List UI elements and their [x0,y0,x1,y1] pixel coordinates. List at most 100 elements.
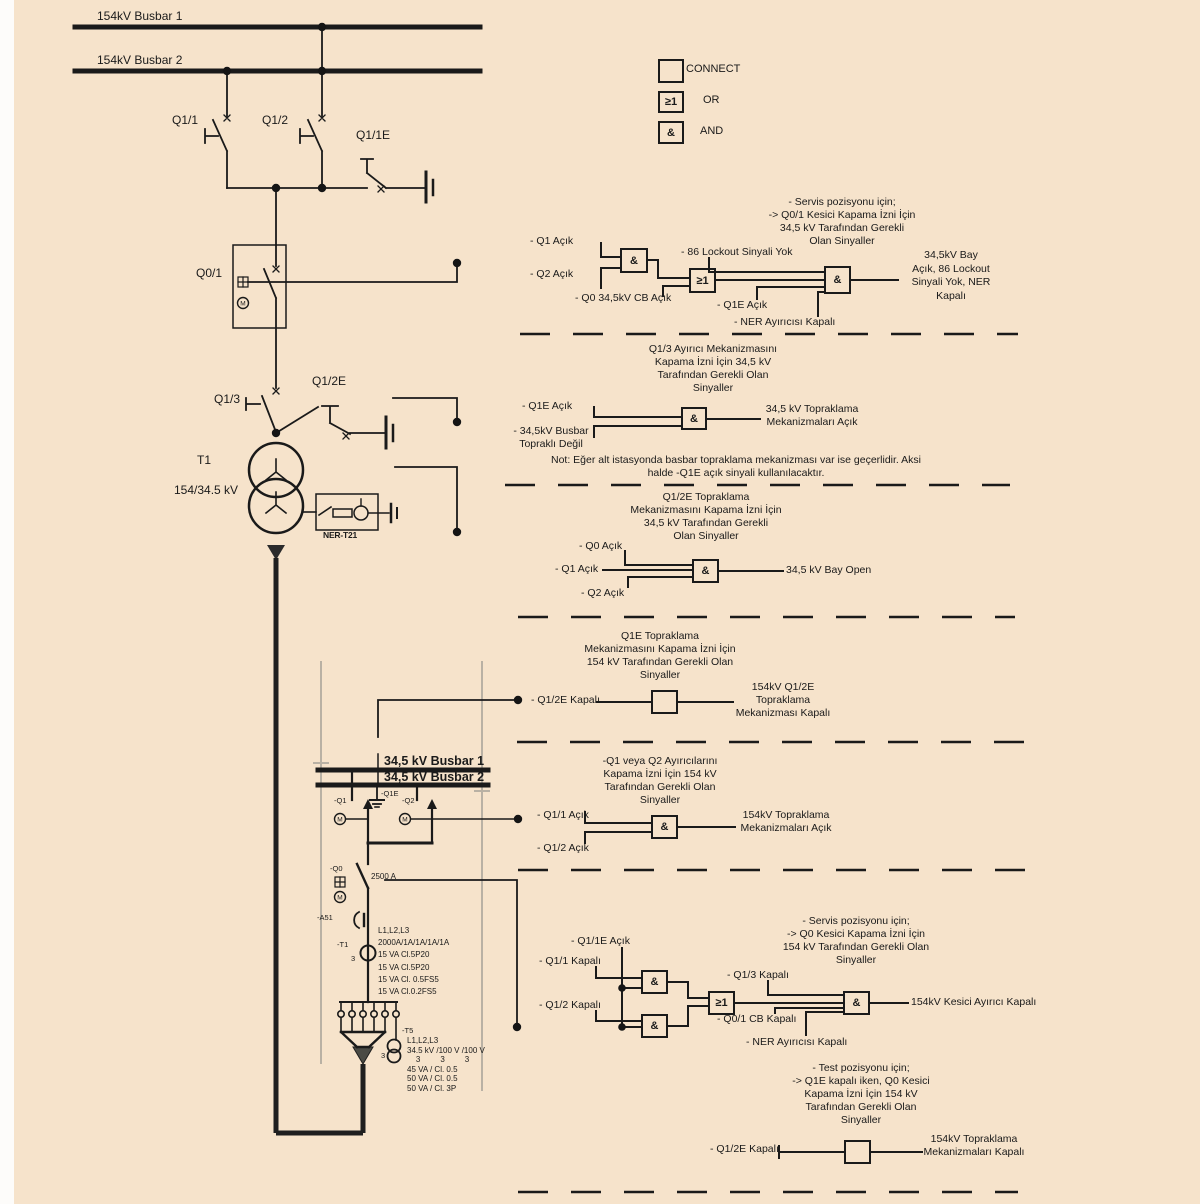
block2-wires [593,406,761,438]
block5-and-gate: & [651,815,678,839]
hv-busbar2-label: 154kV Busbar 2 [97,53,183,67]
motor-m-label: M [240,301,245,308]
block6-title: - Servis pozisyonu için; -> Q0 Kesici Ka… [782,915,930,966]
block6-and-gate-a: & [641,970,668,994]
legend-or-label: OR [703,94,720,106]
block2-input-busbar: - 34,5kV Busbar Topraklı Değil [513,425,589,450]
mv-t5-spec: L1,L2,L3 34.5 kV /100 V /100 V 3 3 3 45 … [407,1036,485,1093]
block3-input-q1: - Q1 Açık [555,563,599,575]
a51-plug-contact-icon [353,910,361,930]
feeder-arrow-icon [267,545,285,560]
block3-output: 34,5 kV Bay Open [786,564,872,576]
mv-q1-label: -Q1 [334,796,347,805]
block1-input-q1e: - Q1E Açık [717,299,768,311]
block1-input-ner: - NER Ayırıcısı Kapalı [734,316,836,328]
block2-title: Q1/3 Ayırıcı Mekanizmasını Kapama İzni İ… [648,343,778,394]
contact-x-marks [223,114,385,440]
truck-contact-arrow-icon [427,799,437,809]
mv-single-line-diagram [313,661,523,1091]
q0-1-breaker-symbol [262,244,278,389]
motor-m-label: M [402,817,407,824]
mv-a51-label: -A51 [317,913,333,922]
mv-junction-dots [512,695,523,1032]
q1-1-label: Q1/1 [172,113,199,127]
block2-note: Not: Eğer alt istasyonda basbar toprakla… [551,454,921,479]
ner-box [315,493,379,531]
faded-guide-lines [313,661,490,1091]
t1-label: T1 [197,453,212,467]
block1-wires [600,242,899,317]
block1-and-gate-1: & [620,248,648,273]
block5-input-q11: - Q1/1 Açık [537,809,589,821]
ner-resistor-icon [332,508,353,518]
q1-2e-earth-switch-symbol [274,405,385,436]
block6-or-gate: ≥1 [708,991,735,1015]
block4-title: Q1E Topraklama Mekanizmasını Kapama İzni… [584,630,736,681]
motor-drive-icon [236,296,250,310]
mv-t1-phases-label: 3 [351,954,356,963]
block1-input-86: - 86 Lockout Sinyali Yok [681,246,793,258]
block7-title: - Test pozisyonu için; -> Q1E kapalı ike… [792,1062,930,1126]
block1-input-q1: - Q1 Açık [530,235,574,247]
transformer-secondary-winding-icon [247,477,305,535]
block7-wires [778,1145,923,1159]
mv-busbar1-label: 34,5 kV Busbar 1 [384,754,485,768]
mv-q0-label: -Q0 [330,864,343,873]
block1-output: 34,5kV Bay Açık, 86 Lockout Sinyali Yok,… [911,249,991,302]
hv-busbar1-label: 154kV Busbar 1 [97,9,183,23]
truck-contact-arrow-icon [363,799,373,809]
t1-current-transformer-icon [359,944,377,962]
block6-and-gate-c: & [843,991,870,1015]
junction-dots [222,22,462,537]
block6-input-ner: - NER Ayırıcısı Kapalı [746,1036,848,1048]
mv-busbar2-label: 34,5 kV Busbar 2 [384,770,485,784]
legend-or-gate-icon: ≥1 [658,91,684,113]
mv-q1e-label: -Q1E [381,789,399,798]
ner-t21-label: NER-T21 [323,530,358,540]
block1-or-gate: ≥1 [689,268,716,293]
cable-termination-icon [352,1046,374,1065]
block5-input-q12: - Q1/2 Açık [537,842,589,854]
q1-2-disconnector-symbol [299,118,324,189]
block7-output: 154kV Topraklama Mekanizmaları Kapalı [923,1133,1025,1158]
block3-wires [602,550,784,588]
t1-ratio-label: 154/34.5 kV [174,483,239,497]
block1-title: - Servis pozisyonu için; -> Q0/1 Kesici … [768,196,916,247]
block4-output: 154kV Q1/2E Topraklama Mekanizması Kapal… [735,681,831,719]
block6-and-gate-b: & [641,1014,668,1038]
q1-3-label: Q1/3 [214,392,241,406]
t5-voltage-transformer-icon [386,1048,402,1064]
block3-title: Q1/2E Topraklama Mekanizmasını Kapama İz… [630,491,782,542]
block1-and-gate-2: & [824,266,851,294]
ner-ct-icon [353,505,369,521]
block7-connect-box [844,1140,871,1164]
block5-title: -Q1 veya Q2 Ayırıcılarını Kapama İzni İç… [602,755,718,806]
block4-connect-box [651,690,678,714]
q1-2e-label: Q1/2E [312,374,347,388]
motor-drive-icon [333,890,347,904]
t5-voltage-transformer-icon [386,1038,402,1054]
q1-1-disconnector-symbol [204,118,229,189]
mv-t5-label: -T5 [402,1026,414,1035]
motor-m-label: M [337,895,342,902]
mv-q0-breaker-symbol [355,862,370,890]
legend-connect-label: CONNECT [686,63,741,75]
mv-t5-phases-label: 3 [381,1051,386,1060]
block6-input-q01: - Q0/1 CB Kapalı [717,1013,797,1025]
block2-output: 34,5 kV Topraklama Mekanizmaları Açık [765,403,859,428]
block4-input-q12e: - Q1/2E Kapalı [531,694,600,706]
legend-and-gate-icon: & [658,121,684,144]
q0-1-label: Q0/1 [196,266,223,280]
block5-output: 154kV Topraklama Mekanizmaları Açık [740,809,832,834]
q1-1e-label: Q1/1E [356,128,391,142]
block2-and-gate: & [681,407,707,430]
block1-input-q2: - Q2 Açık [530,268,574,280]
lv-cable-feeder [273,558,374,1136]
q1-1e-earth-switch-symbol [360,158,427,190]
mv-t1-spec: L1,L2,L3 2000A/1A/1A/1A/1A 15 VA Cl.5P20… [378,926,450,997]
legend-and-label: AND [700,125,724,137]
q0-1-breaker-cubicle [232,244,287,329]
block6-input-q12: - Q1/2 Kapalı [539,999,601,1011]
block3-input-q2: - Q2 Açık [581,587,625,599]
mv-t1-label: -T1 [337,940,349,949]
